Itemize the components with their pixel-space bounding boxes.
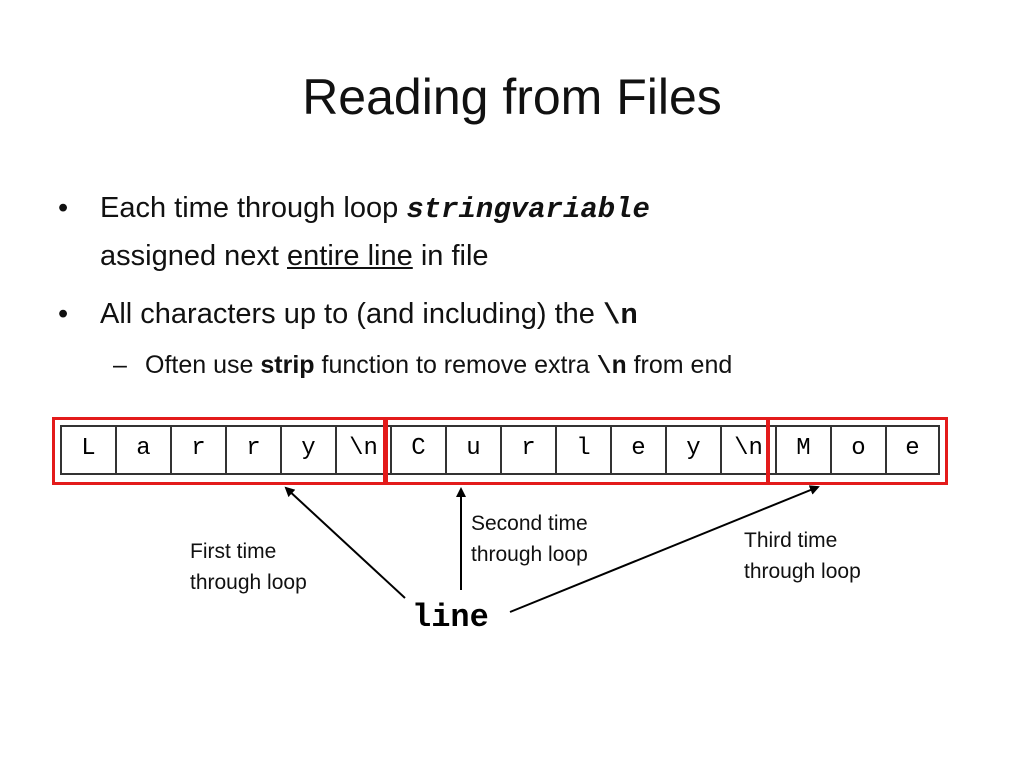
- sub-bullet-dash-icon: –: [113, 351, 127, 379]
- sub1-text-b: function to remove extra: [314, 351, 597, 379]
- bullet1-text-a: Each time through loop: [100, 192, 407, 224]
- third-loop-arrow: [509, 485, 820, 613]
- char-cell: y: [665, 425, 720, 475]
- sub1-text-a: Often use: [145, 351, 261, 379]
- note-third-line1: Third time: [744, 529, 838, 552]
- sub1-code: \n: [596, 352, 627, 381]
- char-cell: L: [60, 425, 115, 475]
- char-cell: e: [610, 425, 665, 475]
- note-third-time: Third time through loop: [744, 525, 861, 587]
- char-cell: r: [500, 425, 555, 475]
- bullet1-text-c: in file: [412, 240, 489, 272]
- char-cell: o: [830, 425, 885, 475]
- bullet1-underlined: entire line: [287, 240, 413, 272]
- bullet1-variable: stringvariable: [406, 193, 650, 226]
- note-third-line2: through loop: [744, 560, 861, 583]
- char-cell: r: [170, 425, 225, 475]
- note-first-line2: through loop: [190, 571, 307, 594]
- line-1-highlight: [52, 417, 386, 485]
- first-loop-arrow: [284, 486, 406, 599]
- sub1-text-c: from end: [626, 351, 733, 379]
- char-cell: y: [280, 425, 335, 475]
- slide-title: Reading from Files: [302, 69, 722, 125]
- char-cell: \n: [335, 425, 390, 475]
- note-second-line1: Second time: [471, 512, 588, 535]
- bullet1-text-b: assigned next: [100, 240, 288, 272]
- line-variable-label: line: [412, 599, 489, 636]
- line-3-highlight: [767, 417, 948, 485]
- char-cell: a: [115, 425, 170, 475]
- char-cell: u: [445, 425, 500, 475]
- bullet2-code: \n: [602, 299, 638, 332]
- char-cell: e: [885, 425, 940, 475]
- sub-bullet-strip: – Often use strip function to remove ext…: [113, 345, 733, 387]
- bullet2-text: All characters up to (and including) the: [100, 298, 603, 330]
- char-cell: \n: [720, 425, 775, 475]
- char-cell: C: [390, 425, 445, 475]
- char-cell: M: [775, 425, 830, 475]
- sub1-bold: strip: [260, 351, 315, 379]
- note-second-time: Second time through loop: [471, 508, 588, 570]
- bullet-newline: • All characters up to (and including) t…: [58, 291, 638, 339]
- note-first-line1: First time: [190, 540, 277, 563]
- bullet-loop-assignment: • Each time through loop stringvariable …: [58, 185, 650, 279]
- bullet-dot-icon: •: [58, 192, 69, 224]
- bullet-dot-icon: •: [58, 298, 69, 330]
- char-cell: l: [555, 425, 610, 475]
- char-cell: r: [225, 425, 280, 475]
- note-second-line2: through loop: [471, 543, 588, 566]
- note-first-time: First time through loop: [190, 536, 307, 598]
